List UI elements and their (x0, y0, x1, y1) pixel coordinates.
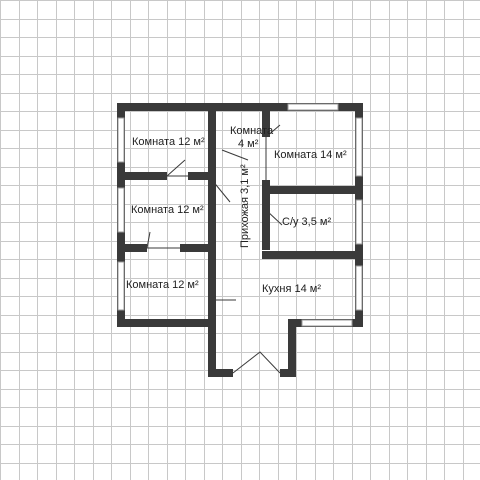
interior-walls (117, 103, 363, 327)
window-room3 (117, 261, 125, 311)
kitchen-label: Кухня 14 м² (262, 283, 322, 295)
window-room2 (117, 187, 125, 233)
window-kitchen-bottom (301, 319, 353, 327)
hallway-label: Прихожая 3,1 м² (239, 164, 251, 248)
wall-room5-bottom (270, 186, 363, 194)
doors (146, 124, 283, 374)
wall-top (117, 103, 363, 111)
door-entrance (232, 351, 281, 374)
bathroom-label: С/у 3,5 м² (282, 216, 332, 228)
wall-vertical-right-mid (262, 180, 270, 250)
wall-between-room2-room3-b (180, 244, 216, 252)
door-room5 (265, 124, 281, 180)
room-label-4-line2: 4 м² (238, 138, 259, 150)
window-right-bath (355, 199, 363, 245)
room-label-4-line1: Комната (230, 125, 274, 137)
wall-between-room1-room2-b (188, 172, 214, 180)
room-label-2: Комната 12 м² (131, 204, 204, 216)
window-right-room5 (355, 117, 363, 177)
window-room5-top (287, 103, 339, 111)
windows (117, 103, 363, 327)
vestibule-wall-bottom (208, 369, 233, 377)
wall-vertical-right-upper (262, 103, 270, 137)
door-hall-left (211, 179, 231, 203)
vestibule-wall-right (288, 319, 296, 377)
entrance-vestibule (208, 319, 296, 377)
wall-bathroom-bottom (262, 251, 363, 259)
window-room1 (117, 117, 125, 163)
door-room4 (221, 149, 249, 161)
wall-between-room1-room2 (117, 172, 167, 180)
wall-between-room2-room3 (117, 244, 147, 252)
wall-bottom-left (117, 319, 215, 327)
room-label-5: Комната 14 м² (274, 149, 347, 161)
door-room1 (166, 159, 188, 177)
wall-vertical-left-corridor (208, 103, 216, 327)
door-bath (265, 209, 283, 226)
window-right-kitchen (355, 265, 363, 311)
door-room2 (146, 231, 180, 249)
room-label-3: Комната 12 м² (126, 279, 199, 291)
room-label-1: Комната 12 м² (132, 136, 205, 148)
vestibule-wall-left (208, 319, 216, 377)
